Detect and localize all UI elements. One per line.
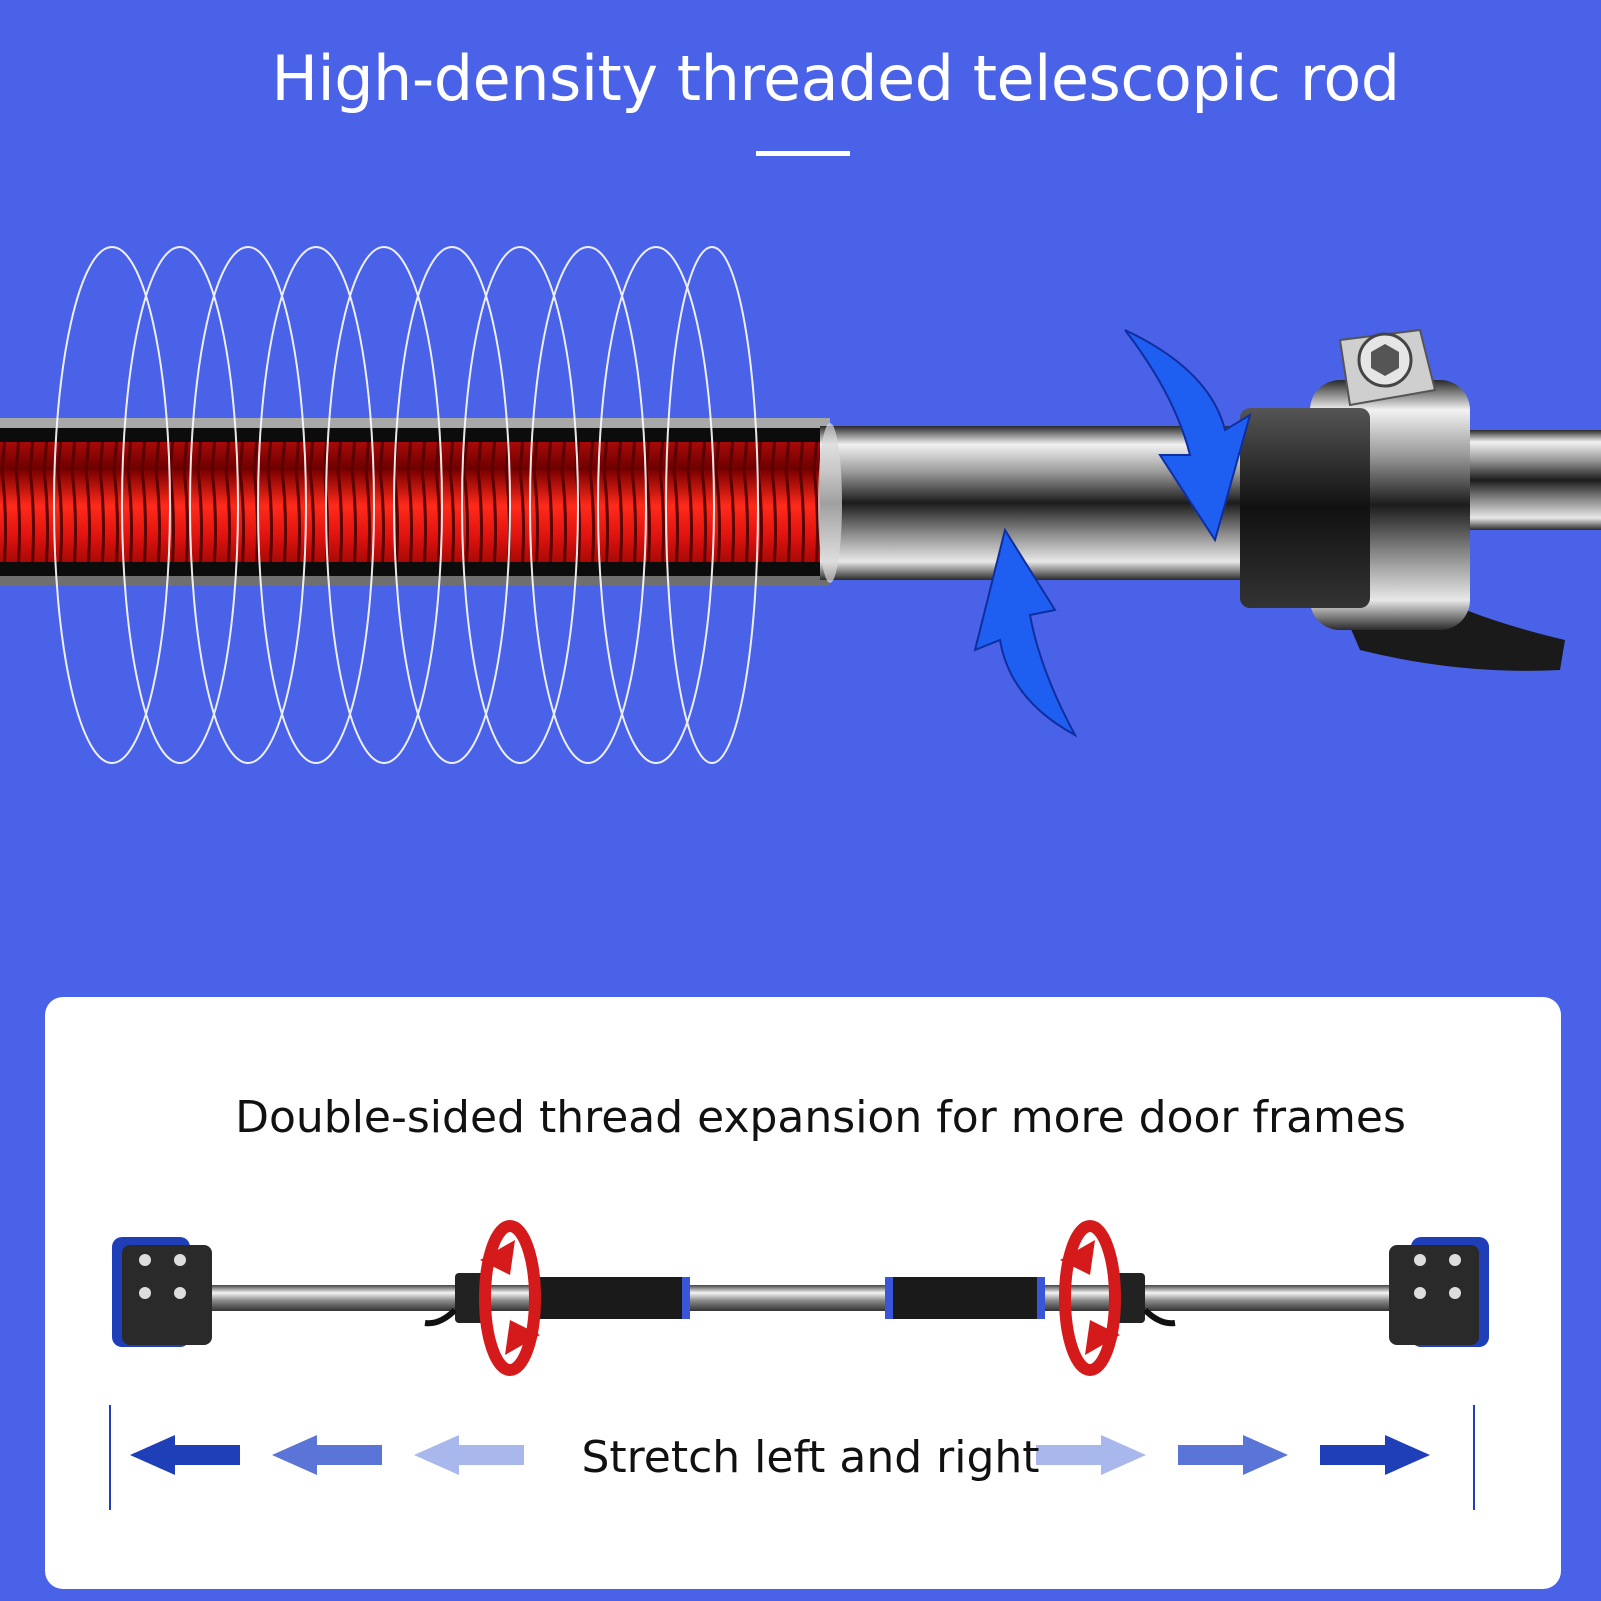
- end-cap-left: [112, 1237, 212, 1347]
- rotate-ring-left-icon: [479, 1220, 541, 1376]
- rotate-ring-right-icon: [1059, 1220, 1121, 1376]
- stretch-label: Stretch left and right: [581, 1432, 1040, 1483]
- pull-up-bar-illustration: [112, 1220, 1489, 1376]
- black-sleeve: [1240, 408, 1370, 608]
- end-cap-right: [1389, 1237, 1489, 1347]
- grip-left: [530, 1277, 690, 1319]
- arrow-right-icon: [1036, 1435, 1430, 1475]
- bar-rod: [200, 1285, 1400, 1311]
- curved-arrow-up-icon: [973, 527, 1078, 738]
- arrow-left-icon: [130, 1435, 524, 1475]
- stretch-arrows: [109, 1405, 1475, 1510]
- curved-arrow-down-icon: [1124, 329, 1252, 543]
- chrome-inner-tube: [820, 426, 1240, 580]
- clamp-left: [455, 1273, 485, 1323]
- red-thread: [0, 442, 830, 562]
- headline-underline: [756, 151, 850, 156]
- grip-right: [885, 1277, 1045, 1319]
- card-title: Double-sided thread expansion for more d…: [235, 1092, 1406, 1143]
- page-headline: High-density threaded telescopic rod: [271, 42, 1400, 115]
- spin-rings: [53, 246, 759, 764]
- threaded-rod-illustration: [0, 246, 1601, 764]
- clamp-right: [1115, 1273, 1145, 1323]
